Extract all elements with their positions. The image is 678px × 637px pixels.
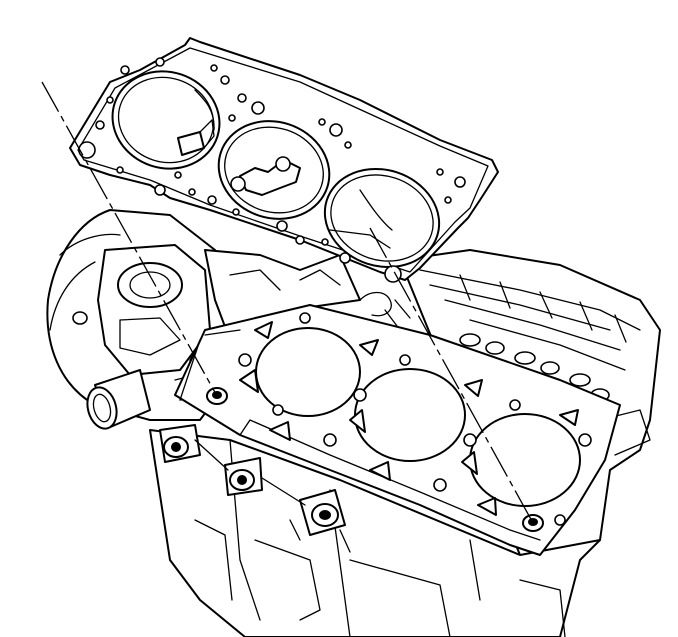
dowel-pin-rear [522, 514, 544, 532]
coolant-outlet-pipe [86, 369, 151, 430]
block-deck-surface [174, 304, 621, 556]
deck-coolant-passages [239, 321, 579, 516]
gasket-dowel-hole-front [78, 141, 96, 159]
head-gasket [69, 37, 499, 283]
alignment-guide-rear [369, 227, 534, 524]
gasket-cylinder-bore-3 [323, 167, 441, 269]
engine-block [46, 209, 661, 637]
block-cylinder-bore-3 [469, 413, 581, 507]
front-lower-bosses [159, 424, 346, 536]
block-cylinder-bore-1 [255, 327, 361, 417]
water-pump [49, 233, 211, 398]
block-cylinder-bore-2 [354, 368, 466, 462]
gasket-coolant-holes [95, 57, 466, 264]
alignment-guide-front [41, 81, 218, 397]
deck-bolt-holes [238, 312, 592, 526]
